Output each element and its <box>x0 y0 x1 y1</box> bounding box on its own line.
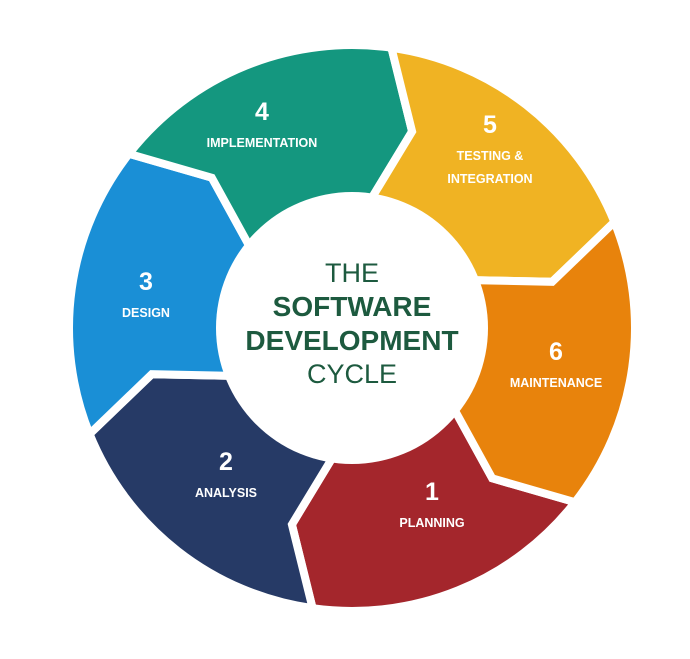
stage-number-3: 3 <box>139 268 153 296</box>
stage-label-1: PLANNING <box>399 516 464 530</box>
title-line-software: SOFTWARE <box>273 291 432 322</box>
stage-number-1: 1 <box>425 478 439 506</box>
center-circle <box>216 192 488 464</box>
stage-label-5: INTEGRATION <box>447 172 532 186</box>
title-line-cycle: CYCLE <box>307 359 397 389</box>
stage-label-6: MAINTENANCE <box>510 376 602 390</box>
stage-number-2: 2 <box>219 448 233 476</box>
stage-label-2: ANALYSIS <box>195 486 257 500</box>
stage-number-4: 4 <box>255 98 269 126</box>
stage-number-6: 6 <box>549 338 563 366</box>
stage-number-5: 5 <box>483 111 497 139</box>
stage-label-4: IMPLEMENTATION <box>207 136 318 150</box>
title-line-development: DEVELOPMENT <box>245 325 458 356</box>
stage-label-3: DESIGN <box>122 306 170 320</box>
stage-label-5: TESTING & <box>457 149 524 163</box>
center-title: THE SOFTWARE DEVELOPMENT CYCLE <box>245 258 458 389</box>
title-line-the: THE <box>325 258 379 288</box>
